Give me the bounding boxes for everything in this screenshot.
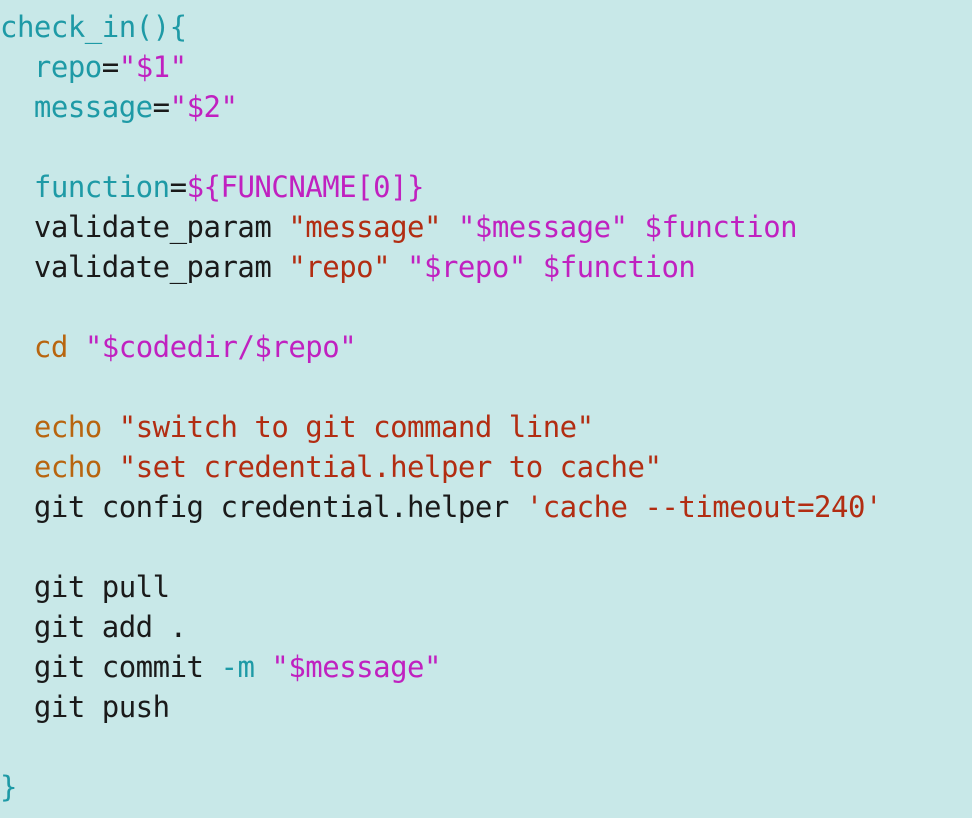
- code-line: [0, 527, 882, 567]
- code-token-plain: validate_param: [0, 210, 289, 244]
- code-block[interactable]: check_in(){ repo="$1" message="$2" funct…: [0, 7, 882, 807]
- code-line: [0, 127, 882, 167]
- code-token-brace: }: [0, 770, 17, 804]
- code-token-variable: "$codedir/$repo": [84, 330, 357, 364]
- code-line: }: [0, 767, 882, 807]
- code-token-identifier: message: [33, 90, 153, 124]
- code-token-plain: git pull: [0, 570, 170, 604]
- code-token-variable: "$message": [271, 650, 441, 684]
- code-token-identifier: check_in(){: [0, 10, 187, 44]
- code-token-plain: git add .: [0, 610, 187, 644]
- code-line: message="$2": [0, 87, 882, 127]
- code-token-plain: git commit: [0, 650, 221, 684]
- code-line: function=${FUNCNAME[0]}: [0, 167, 882, 207]
- code-token-identifier: -m: [220, 650, 255, 684]
- code-token-plain: [526, 250, 543, 284]
- code-token-variable: ${FUNCNAME[0]}: [186, 170, 425, 204]
- code-token-plain: =: [169, 170, 187, 204]
- code-token-builtin: echo: [33, 450, 102, 484]
- code-token-plain: =: [101, 50, 119, 84]
- code-token-plain: [390, 250, 407, 284]
- code-token-plain: git config credential.helper: [0, 490, 526, 524]
- code-token-identifier: repo: [33, 50, 102, 84]
- code-token-string: "message": [288, 210, 441, 244]
- code-line: git commit -m "$message": [0, 647, 882, 687]
- code-line: validate_param "message" "$message" $fun…: [0, 207, 882, 247]
- code-token-builtin: cd: [33, 330, 68, 364]
- code-token-identifier: function: [33, 170, 170, 204]
- code-line: [0, 287, 882, 327]
- code-token-variable: "$1": [118, 50, 187, 84]
- code-token-string: "switch to git command line": [118, 410, 594, 444]
- code-token-variable: "$repo": [407, 250, 526, 284]
- code-line: validate_param "repo" "$repo" $function: [0, 247, 882, 287]
- code-token-string: "repo": [288, 250, 391, 284]
- code-token-plain: validate_param: [0, 250, 289, 284]
- code-line: repo="$1": [0, 47, 882, 87]
- code-line: echo "switch to git command line": [0, 407, 882, 447]
- code-token-variable: "$2": [169, 90, 238, 124]
- code-token-plain: [68, 330, 85, 364]
- code-token-plain: [102, 450, 119, 484]
- code-line: git config credential.helper 'cache --ti…: [0, 487, 883, 527]
- code-token-plain: git push: [0, 690, 170, 724]
- code-token-variable: "$message": [457, 210, 628, 244]
- code-token-plain: [0, 50, 34, 84]
- code-token-plain: [0, 410, 34, 444]
- code-token-plain: [628, 210, 645, 244]
- code-token-builtin: echo: [33, 410, 102, 444]
- code-line: git push: [0, 687, 882, 727]
- code-token-plain: =: [152, 90, 170, 124]
- code-line: check_in(){: [0, 7, 882, 47]
- code-line: echo "set credential.helper to cache": [0, 447, 882, 487]
- code-token-plain: [0, 330, 34, 364]
- code-token-plain: [0, 450, 34, 484]
- code-line: cd "$codedir/$repo": [0, 327, 882, 367]
- code-token-plain: [102, 410, 119, 444]
- code-line: [0, 367, 882, 407]
- code-token-plain: [441, 210, 458, 244]
- code-token-plain: [0, 90, 34, 124]
- code-token-plain: [0, 170, 34, 204]
- code-token-plain: [254, 650, 271, 684]
- code-token-variable: $function: [542, 250, 696, 284]
- code-line: git add .: [0, 607, 882, 647]
- code-line: git pull: [0, 567, 882, 607]
- code-line: [0, 727, 882, 767]
- code-token-string: "set credential.helper to cache": [118, 450, 662, 484]
- code-token-variable: $function: [644, 210, 798, 244]
- code-token-string: 'cache --timeout=240': [525, 490, 883, 524]
